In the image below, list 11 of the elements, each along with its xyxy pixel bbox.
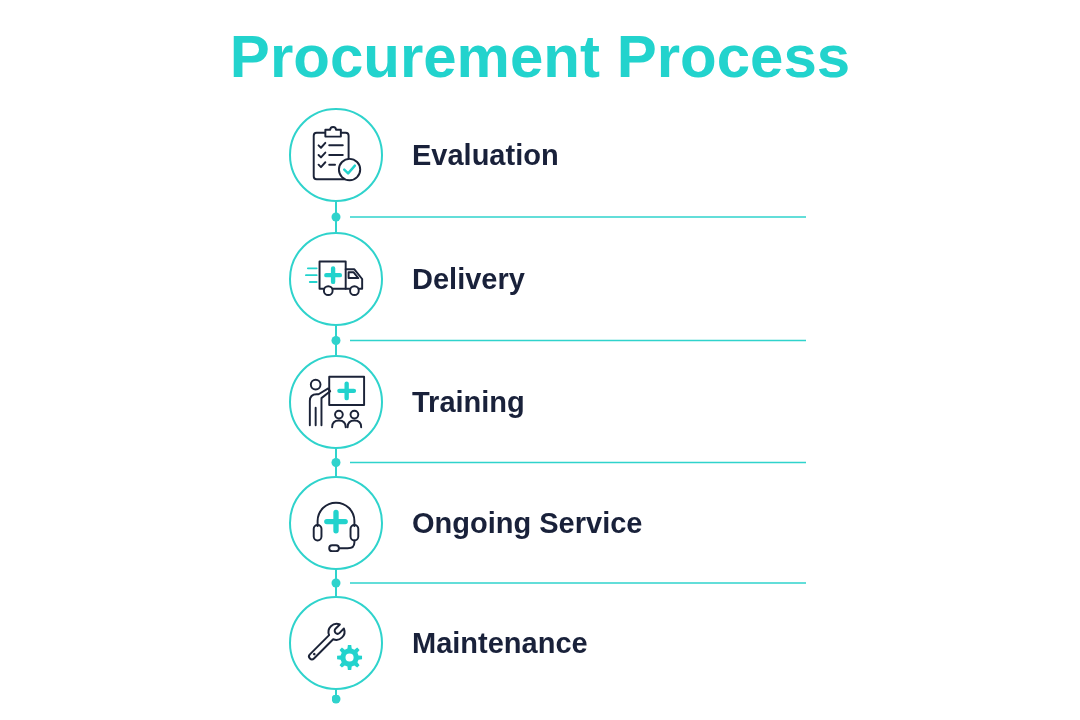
step-label: Ongoing Service <box>412 506 643 541</box>
step-label: Maintenance <box>412 626 588 661</box>
step-label: Evaluation <box>412 138 559 173</box>
connector-line <box>335 325 337 356</box>
connector-line <box>335 448 337 477</box>
step-label: Delivery <box>412 262 525 297</box>
connector-line <box>335 201 337 233</box>
connector-line <box>335 569 337 597</box>
diagram-title: Procurement Process <box>229 22 851 92</box>
connector-line <box>331 689 341 704</box>
step-label: Training <box>412 385 525 420</box>
